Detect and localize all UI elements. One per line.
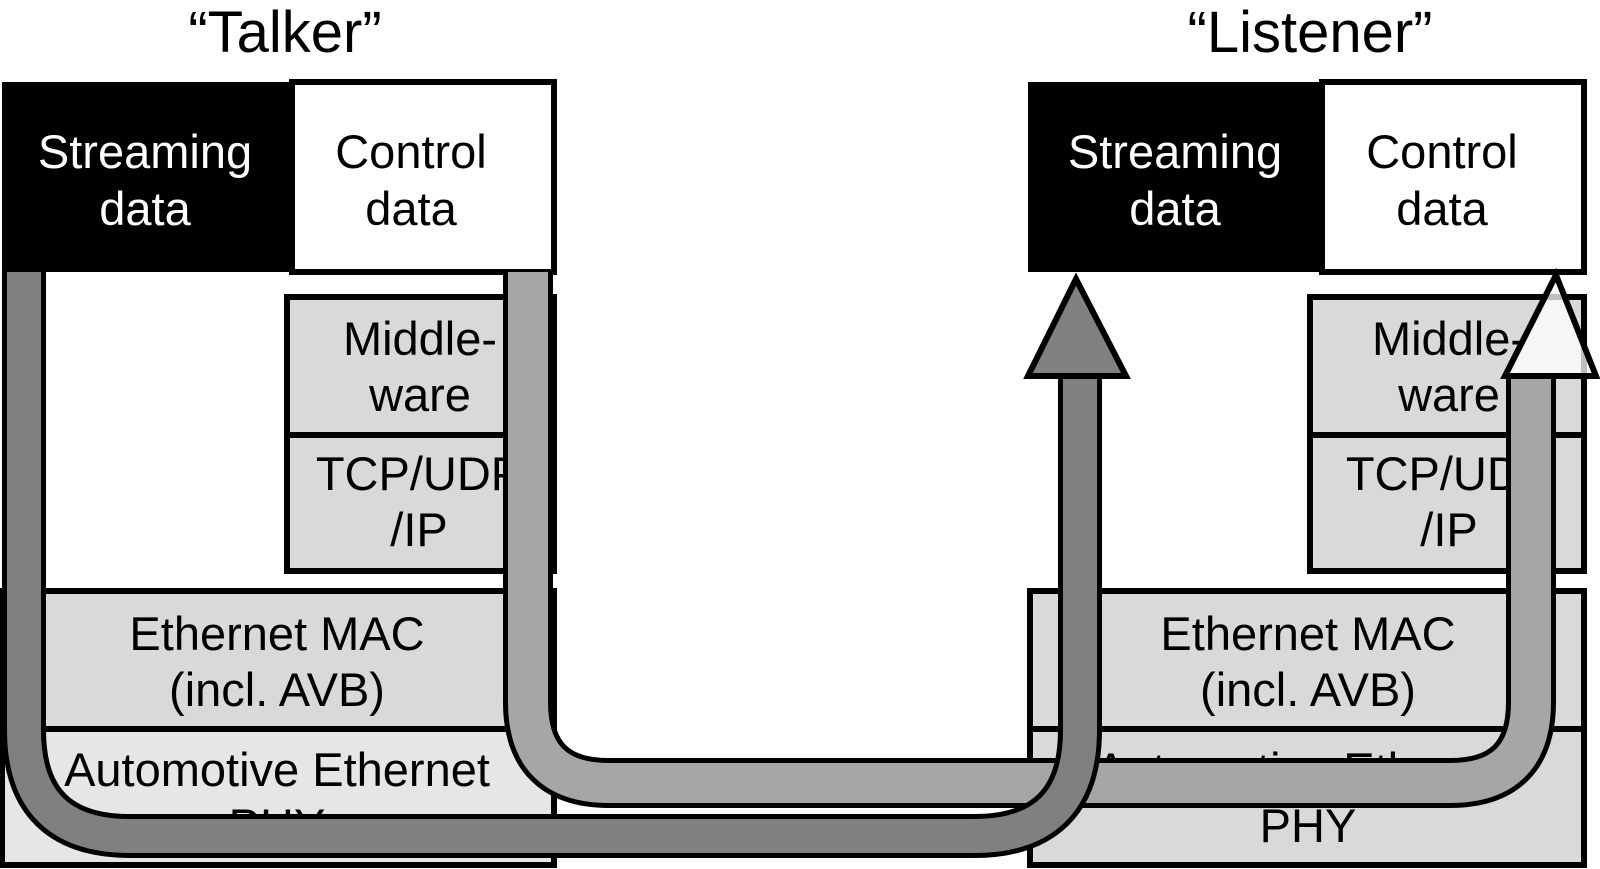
talker-mac-label-1: Ethernet MAC	[129, 607, 424, 660]
talker-title: “Talker”	[188, 0, 381, 65]
listener-streaming-label-1: Streaming	[1068, 125, 1282, 178]
talker-tcp-label-1: TCP/UDP	[316, 447, 522, 500]
talker-control-box	[289, 79, 557, 275]
streaming-path-arrowhead	[1023, 272, 1131, 379]
listener-streaming-label-2: data	[1129, 182, 1221, 235]
control-path-arrowhead	[1500, 267, 1600, 379]
talker-control-label-2: data	[365, 182, 457, 235]
streaming-data-path	[2, 272, 1131, 858]
listener-tcp-label-2: /IP	[1420, 503, 1477, 556]
streaming-path-fill	[7, 272, 1097, 853]
listener-control-label-1: Control	[1366, 125, 1518, 178]
talker-labels: “Talker” Streaming data Control data Mid…	[38, 0, 522, 852]
listener-mac-label-1: Ethernet MAC	[1160, 607, 1455, 660]
talker-streaming-box	[2, 82, 292, 272]
listener-control-box	[1319, 79, 1587, 275]
listener-streaming-box	[1028, 82, 1322, 272]
control-data-path	[503, 267, 1600, 808]
control-path-fill	[508, 272, 1551, 803]
listener-mac-label-2: (incl. AVB)	[1200, 663, 1416, 716]
talker-phy-label-1: Automotive Ethernet	[64, 743, 490, 796]
listener-middleware-label-1: Middle-	[1372, 312, 1526, 365]
talker-control-label-1: Control	[335, 125, 487, 178]
talker-tcp-label-2: /IP	[390, 503, 447, 556]
listener-title: “Listener”	[1188, 0, 1433, 65]
talker-mac-label-2: (incl. AVB)	[169, 663, 385, 716]
listener-control-label-2: data	[1396, 182, 1488, 235]
talker-middleware-label-2: ware	[368, 368, 471, 421]
talker-streaming-label-1: Streaming	[38, 125, 252, 178]
listener-middleware-label-2: ware	[1397, 368, 1500, 421]
talker-middleware-label-1: Middle-	[343, 312, 497, 365]
talker-streaming-label-2: data	[99, 182, 191, 235]
